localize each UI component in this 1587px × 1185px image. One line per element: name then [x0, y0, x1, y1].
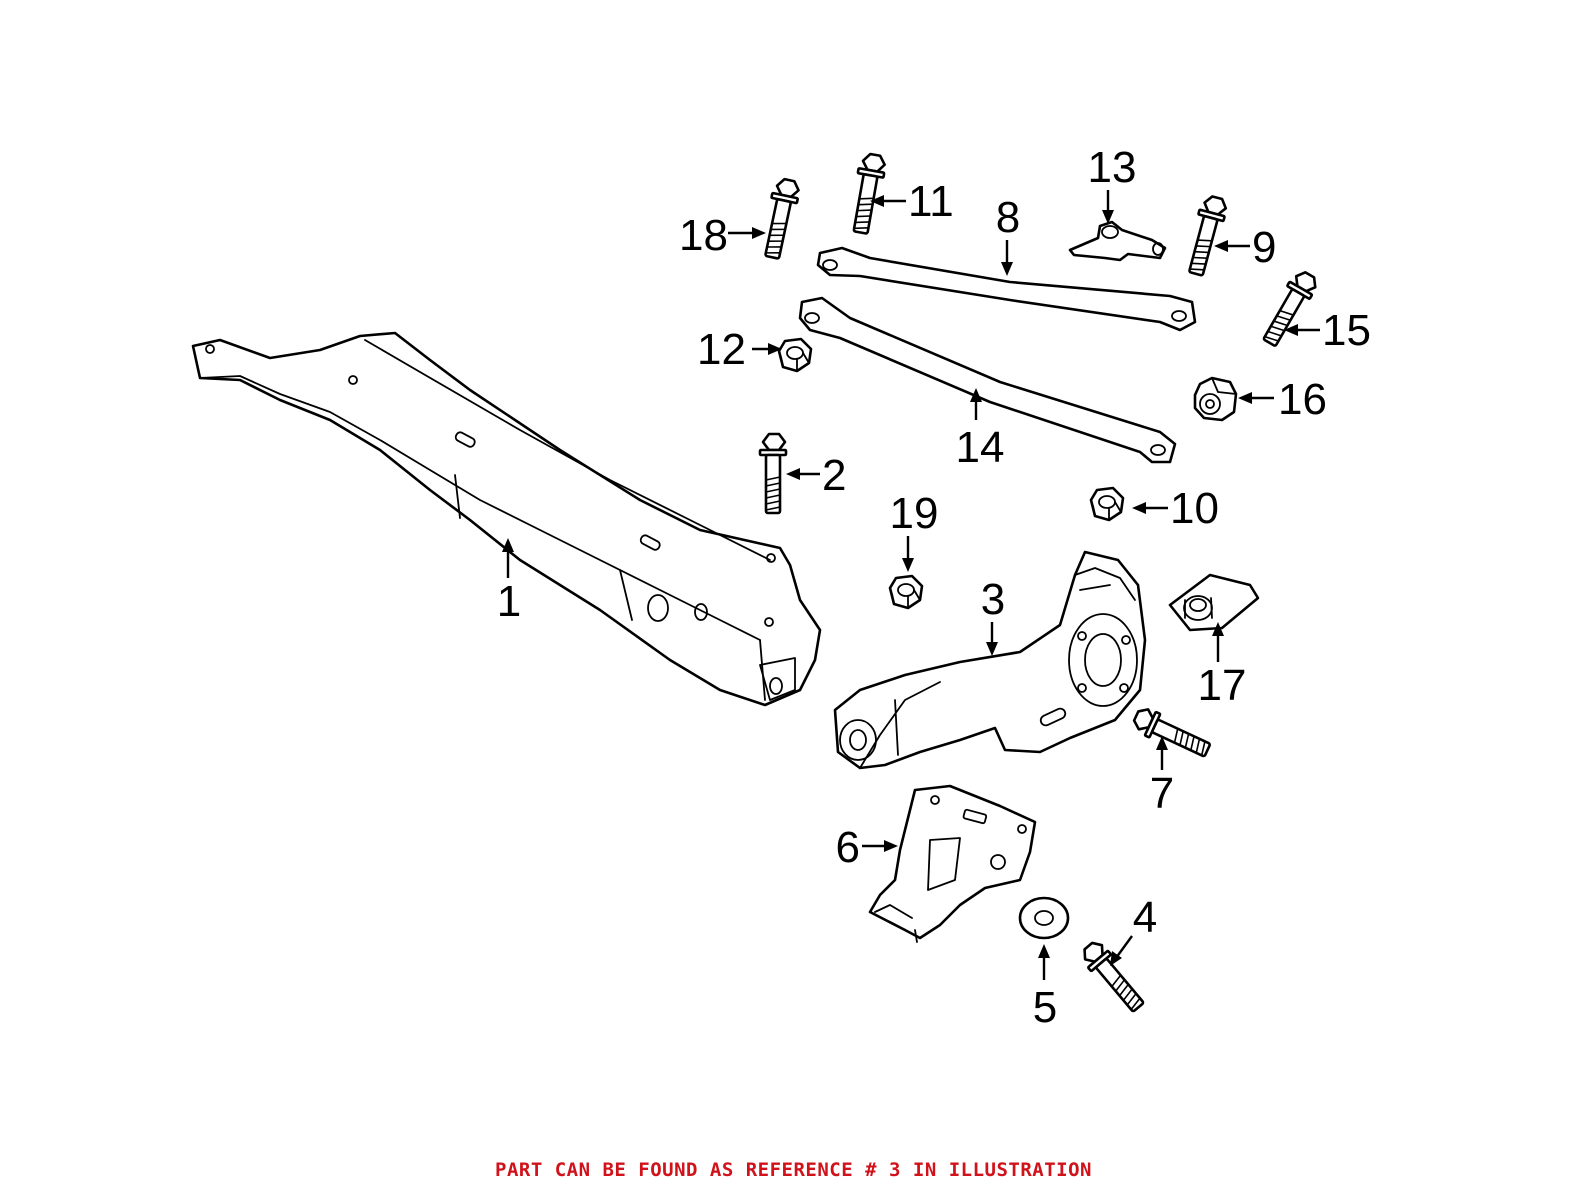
leader-arrow-6 [862, 840, 898, 852]
callout-14: 14 [956, 423, 1005, 472]
callout-8: 8 [996, 193, 1020, 242]
leader-arrow-7 [1156, 736, 1168, 770]
leader-arrow-19 [902, 536, 914, 572]
callout-1: 1 [497, 577, 521, 626]
leader-arrow-15 [1284, 324, 1320, 336]
callout-3: 3 [981, 575, 1005, 624]
leader-arrow-13 [1102, 190, 1114, 224]
callout-11: 11 [908, 177, 954, 226]
callout-13: 13 [1088, 143, 1137, 192]
callout-2: 2 [822, 451, 846, 500]
leader-arrow-5 [1038, 944, 1050, 980]
nut-part-10 [1089, 486, 1125, 522]
bracket-part-6 [868, 784, 1037, 943]
leader-arrow-2 [786, 468, 820, 480]
callout-18: 18 [679, 211, 728, 260]
callout-9: 9 [1252, 223, 1276, 272]
reference-note: PART CAN BE FOUND AS REFERENCE # 3 IN IL… [495, 1159, 1092, 1181]
bolt-part-15 [1256, 266, 1322, 351]
nut-part-12 [777, 337, 813, 373]
leader-arrow-11 [870, 195, 906, 207]
leader-arrow-14 [970, 388, 982, 420]
subframe-part-1 [191, 331, 822, 707]
callout-10: 10 [1170, 484, 1219, 533]
bushing-part-16 [1193, 376, 1238, 422]
bolt-part-11 [846, 151, 889, 237]
callout-4: 4 [1133, 893, 1157, 942]
nut-part-19 [888, 574, 924, 610]
leader-arrow-10 [1132, 502, 1168, 514]
leader-arrow-8 [1001, 240, 1013, 276]
wheel-carrier-part-3 [833, 550, 1147, 770]
bolt-part-9 [1181, 192, 1231, 279]
callout-19: 19 [890, 489, 939, 538]
callout-16: 16 [1278, 375, 1327, 424]
leader-arrow-9 [1214, 240, 1250, 252]
leader-arrow-12 [752, 343, 782, 355]
leader-arrow-18 [728, 227, 766, 239]
leader-arrow-17 [1212, 622, 1224, 662]
callout-12: 12 [697, 325, 746, 374]
callout-5: 5 [1033, 983, 1057, 1032]
control-arm-part-14 [798, 296, 1177, 464]
clip-part-13 [1068, 220, 1167, 262]
control-arm-part-8 [816, 246, 1197, 332]
bolt-part-7 [1129, 703, 1215, 764]
leader-arrow-1 [502, 538, 514, 578]
callout-15: 15 [1322, 306, 1371, 355]
bolt-part-4 [1076, 937, 1150, 1017]
bolt-part-18 [758, 175, 803, 262]
callout-17: 17 [1198, 661, 1247, 710]
callout-7: 7 [1150, 769, 1174, 818]
washer-part-5 [1018, 896, 1070, 940]
callout-numbers: 1 2 3 4 5 6 7 8 9 10 11 12 13 14 15 16 1… [497, 143, 1371, 1032]
leader-arrows [502, 190, 1320, 980]
leader-arrow-16 [1238, 392, 1274, 404]
bolt-part-2 [758, 432, 788, 515]
callout-6: 6 [836, 823, 860, 872]
mount-bracket-part-17 [1168, 573, 1260, 632]
leader-arrow-4 [1110, 935, 1133, 966]
leader-arrow-3 [986, 622, 998, 656]
